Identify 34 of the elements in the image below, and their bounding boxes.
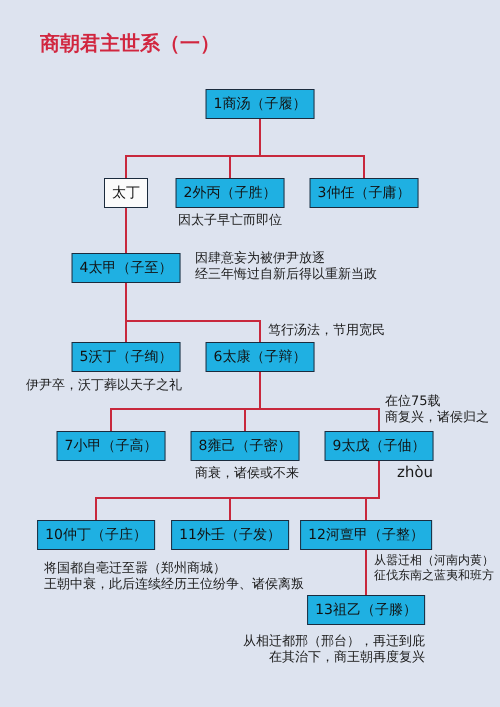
name-box: 12河亶甲（子整） (300, 520, 432, 550)
note-text: 从相迁都邢（邢台），再迁到庇 (243, 634, 425, 649)
name-box: 13祖乙（子滕） (307, 595, 425, 625)
name-box: 11外壬（子发） (171, 520, 289, 550)
note-text: 因太子早亡而即位 (178, 213, 282, 228)
note-text: 伊尹卒，沃丁葬以天子之礼 (26, 378, 182, 393)
name-box: 8雍己（子密） (190, 431, 300, 461)
note-text: 从嚣迁相（河南内黄） (374, 553, 494, 567)
connector-line (125, 283, 261, 342)
name-box: 5沃丁（子绚） (72, 342, 180, 372)
connector-line (125, 208, 127, 253)
note-text: 征伐东南之蓝夷和班方 (374, 568, 494, 582)
note-text: 商复兴，诸侯归之 (385, 410, 489, 425)
name-box: 10仲丁（子庄） (37, 520, 155, 550)
connector-line (365, 461, 380, 520)
name-box: 2外丙（子胜） (176, 178, 284, 208)
note-text: 笃行汤法，节用宽民 (268, 323, 385, 338)
page-title: 商朝君主世系（一） (40, 30, 220, 56)
name-box: 7小甲（子高） (56, 431, 166, 461)
name-box: 6太康（子辩） (206, 342, 314, 372)
note-text: 王朝中衰，此后连续经历王位纷争、诸侯离叛 (44, 577, 304, 592)
note-text: 在位75载 (385, 394, 441, 409)
note-text: 在其治下，商王朝再度复兴 (269, 650, 425, 665)
pinyin-note: zhòu (397, 464, 434, 481)
name-box: 太丁 (104, 178, 148, 208)
note-text: 商衰，诸侯或不来 (195, 466, 299, 481)
name-box: 4太甲（子至） (72, 253, 180, 283)
name-box: 3仲任（子庸） (310, 178, 418, 208)
connector-line (365, 550, 367, 595)
name-box: 1商汤（子履） (206, 89, 314, 119)
note-text: 经三年悔过自新后得以重新当政 (195, 267, 377, 282)
note-text: 将国都自亳迁至嚣（郑州商城） (44, 561, 226, 576)
name-box: 9太戊（子伷） (324, 431, 434, 461)
note-text: 因肆意妄为被伊尹放逐 (195, 251, 325, 266)
